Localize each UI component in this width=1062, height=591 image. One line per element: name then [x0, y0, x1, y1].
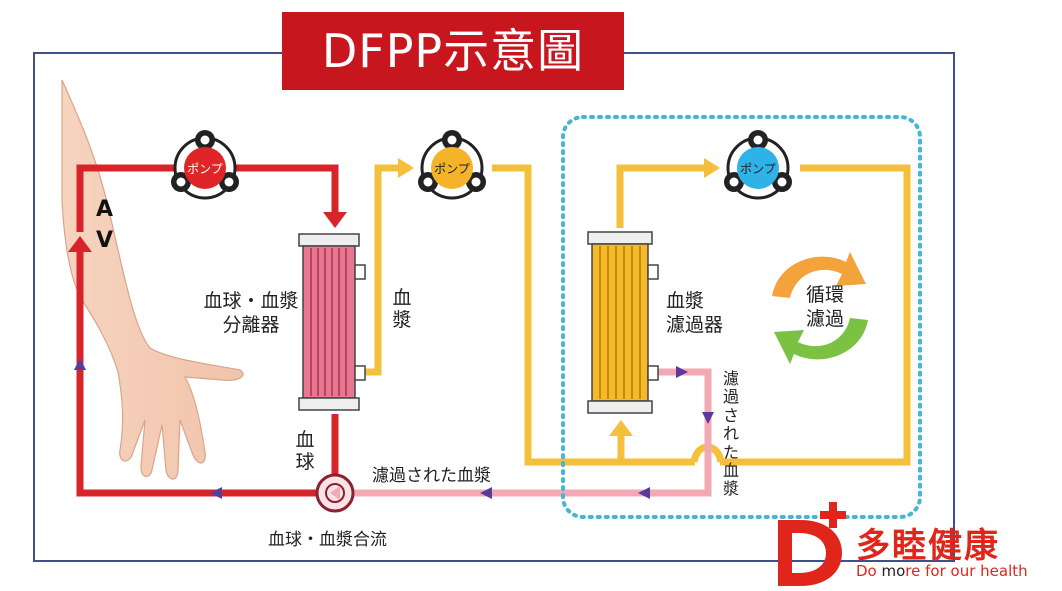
- circulation-arrows-icon: [772, 252, 868, 364]
- filter-label: 血漿 濾過器: [666, 290, 736, 338]
- merge-label: 血球・血漿合流: [268, 530, 387, 550]
- cycle-label-line1: 循環: [805, 284, 844, 306]
- pump-blue-label: ポンプ: [740, 162, 776, 176]
- brand-name: 多睦健康: [856, 526, 1000, 566]
- cycle-label-line2: 濾過: [805, 307, 844, 330]
- filtered-plasma-vertical-label: 濾過された血漿: [722, 369, 739, 499]
- filtered-plasma-label: 濾過された血漿: [372, 466, 491, 486]
- return-arrow: [68, 236, 92, 252]
- arm-illustration: [61, 79, 244, 480]
- brand-logo-mark: [778, 502, 846, 586]
- plasma-arrow-3: [609, 420, 633, 436]
- pump-red-label: ポンプ: [187, 162, 223, 176]
- pump-red: [171, 130, 239, 200]
- pump-blue: [724, 130, 792, 200]
- filter-label-line1: 血漿: [666, 290, 705, 312]
- plasma-arrow-1: [398, 158, 414, 178]
- plasma-arrow-2: [704, 158, 720, 178]
- slogan-post: re for our health: [905, 562, 1028, 580]
- blood-inflow-arrow: [323, 212, 347, 228]
- blood-cells-label: 血球: [295, 429, 315, 473]
- plasma-filter: [587, 231, 659, 414]
- brand-slogan: Do more for our health: [856, 562, 1028, 580]
- flow-arrows: [74, 358, 714, 499]
- slogan-pre: Do: [856, 562, 882, 580]
- separator-label-line1: 血球・血漿: [203, 290, 299, 312]
- merge-junction: [315, 473, 355, 513]
- cycle-label: 循環 濾過: [795, 284, 855, 332]
- filter-label-line2: 濾過器: [666, 313, 724, 336]
- separator-label: 血球・血漿 分離器: [196, 290, 306, 338]
- arm-label-a: A: [96, 197, 114, 222]
- separator-label-line2: 分離器: [222, 313, 280, 336]
- plasma-label: 血漿: [392, 287, 412, 331]
- filtration-region: [561, 115, 922, 519]
- pump-yellow: [418, 130, 486, 200]
- arm-label-v: V: [96, 228, 114, 253]
- slogan-highlight: mo: [881, 562, 906, 580]
- page-title: DFPP示意圖: [282, 12, 624, 90]
- plasma-separator: [298, 233, 366, 411]
- pump-yellow-label: ポンプ: [434, 162, 470, 176]
